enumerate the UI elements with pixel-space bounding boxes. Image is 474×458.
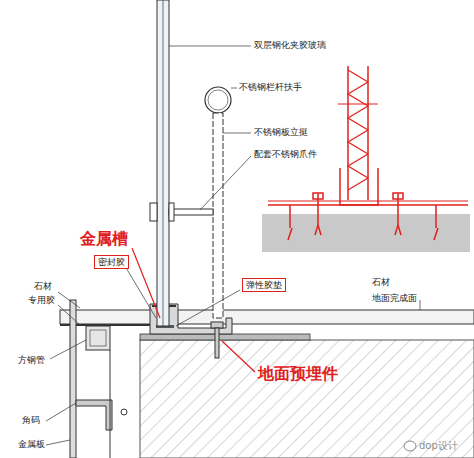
anchor-bolt — [211, 322, 223, 358]
metal-panel — [70, 300, 76, 458]
red-leaders — [132, 248, 255, 372]
handrail — [205, 87, 231, 113]
embedded-plate — [140, 334, 310, 340]
callout-label: 地面预埋件 — [258, 365, 338, 383]
part-label: 角码 — [22, 416, 40, 426]
stone-slab — [60, 310, 474, 324]
box-text: 密封胶 — [98, 257, 125, 267]
part-label: 金属板 — [18, 440, 45, 450]
boxed-label: 密封胶 — [94, 255, 129, 269]
square-tube — [86, 326, 110, 350]
part-label: 石材 — [34, 282, 52, 292]
watermark-icon — [404, 441, 416, 451]
part-label: 不锈钢栏杆扶手 — [239, 83, 302, 93]
claw-fitting — [150, 203, 213, 221]
post-plate — [213, 113, 223, 318]
box-text: 弹性胶垫 — [246, 280, 282, 290]
leader-lines — [46, 46, 420, 445]
boxed-label: 弹性胶垫 — [242, 278, 286, 292]
part-label: 专用胶 — [28, 296, 55, 306]
callout-label: 金属槽 — [80, 230, 128, 248]
part-label: 方钢管 — [18, 356, 45, 366]
part-label: 地面完成面 — [372, 294, 417, 304]
watermark: dop设计 — [419, 440, 458, 451]
part-label: 不锈钢板立挺 — [254, 128, 308, 138]
part-label: 双层钢化夹胶玻璃 — [254, 41, 326, 51]
concrete-base — [140, 340, 474, 458]
laminated-glass — [157, 0, 169, 326]
corner-bracket — [76, 400, 112, 430]
part-label: 石材 — [372, 278, 390, 288]
part-label: 配套不锈钢爪件 — [254, 150, 317, 160]
